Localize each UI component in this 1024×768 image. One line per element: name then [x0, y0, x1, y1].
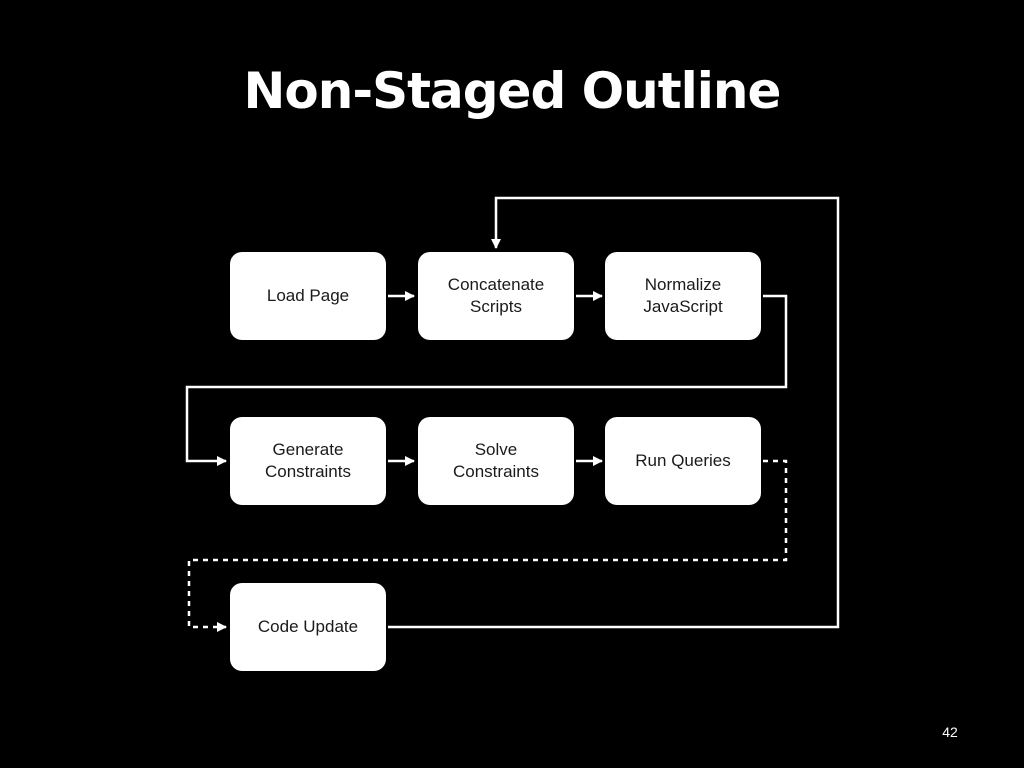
slide-title: Non-Staged Outline: [243, 62, 782, 120]
edge-code-update-to-concatenate: [388, 196, 840, 629]
node-normalize-javascript: Normalize JavaScript: [605, 252, 761, 340]
node-generate-constraints: Generate Constraints: [230, 417, 386, 505]
node-label-line: Concatenate: [447, 275, 545, 294]
node-code-update: Code Update: [230, 583, 386, 671]
node-label-line: Scripts: [470, 297, 522, 316]
node-run-queries: Run Queries: [605, 417, 761, 505]
node-label-line: Generate: [272, 440, 344, 459]
node-label-line: Constraints: [265, 462, 351, 481]
node-label-line: Solve: [474, 440, 518, 459]
node-label-line: Code Update: [257, 617, 359, 636]
node-label-line: Load Page: [266, 286, 350, 305]
node-label-line: JavaScript: [643, 297, 723, 316]
node-label-line: Run Queries: [635, 451, 731, 470]
node-load-page: Load Page: [230, 252, 386, 340]
node-label-line: Constraints: [453, 462, 539, 481]
node-concatenate-scripts: Concatenate Scripts: [418, 252, 574, 340]
page-number: 42: [942, 724, 958, 740]
node-label-line: Normalize: [644, 275, 722, 294]
node-solve-constraints: Solve Constraints: [418, 417, 574, 505]
edge-normalize-to-generate: [185, 294, 788, 466]
edge-run-to-code-update: [187, 459, 788, 632]
